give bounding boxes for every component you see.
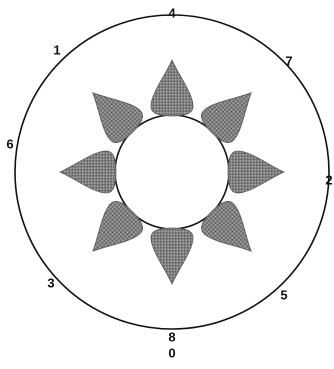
label-5: 5 xyxy=(280,287,287,302)
label-1: 1 xyxy=(53,42,60,57)
petal-bottom xyxy=(151,228,193,284)
label-0: 0 xyxy=(168,345,175,360)
petal-right xyxy=(228,151,284,193)
label-3: 3 xyxy=(47,275,54,290)
petal-top xyxy=(151,60,193,116)
label-4: 4 xyxy=(168,5,176,20)
label-6: 6 xyxy=(6,136,13,151)
label-8: 8 xyxy=(168,329,175,344)
label-2: 2 xyxy=(325,172,332,187)
petal-left xyxy=(60,151,116,193)
label-7: 7 xyxy=(285,53,292,68)
